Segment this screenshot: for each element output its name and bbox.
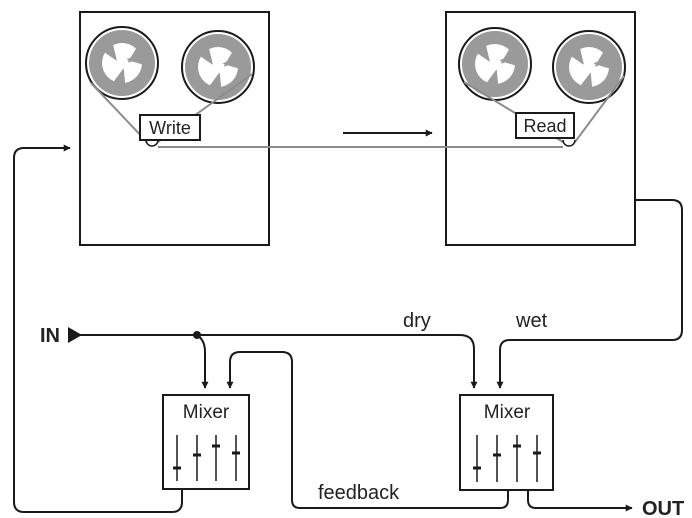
write-tape-machine: Write (79, 11, 270, 246)
out-label: OUT (642, 498, 684, 518)
junction-dot (193, 331, 201, 339)
signal-wires (13, 144, 683, 513)
right-reel-icon (552, 30, 626, 104)
read-head-label: Read (523, 116, 566, 136)
read-tape-machine: Read (445, 11, 636, 246)
wet-wire (496, 199, 683, 389)
dry-label: dry (403, 310, 431, 332)
fader-icon (173, 435, 240, 481)
mixer-label: Mixer (484, 402, 531, 423)
feedback-mixer: Mixer (162, 394, 250, 490)
out-wire (527, 490, 633, 512)
input-to-mixer1-wire (196, 334, 209, 389)
dry-wire (78, 334, 478, 389)
feedback-label: feedback (318, 482, 400, 504)
mixer1-to-write-wire (13, 144, 183, 513)
mixer-label: Mixer (183, 402, 230, 423)
in-label: IN (40, 325, 60, 347)
write-head-box (139, 114, 201, 141)
in-arrow-icon (68, 327, 82, 343)
left-reel-icon (458, 27, 532, 101)
write-head-label: Write (149, 118, 191, 138)
read-head-box (515, 112, 575, 139)
feedback-wire (226, 351, 509, 509)
wet-label: wet (515, 310, 548, 332)
output-mixer: Mixer (459, 394, 554, 491)
fader-icon (473, 435, 541, 482)
right-reel-icon (181, 30, 255, 104)
